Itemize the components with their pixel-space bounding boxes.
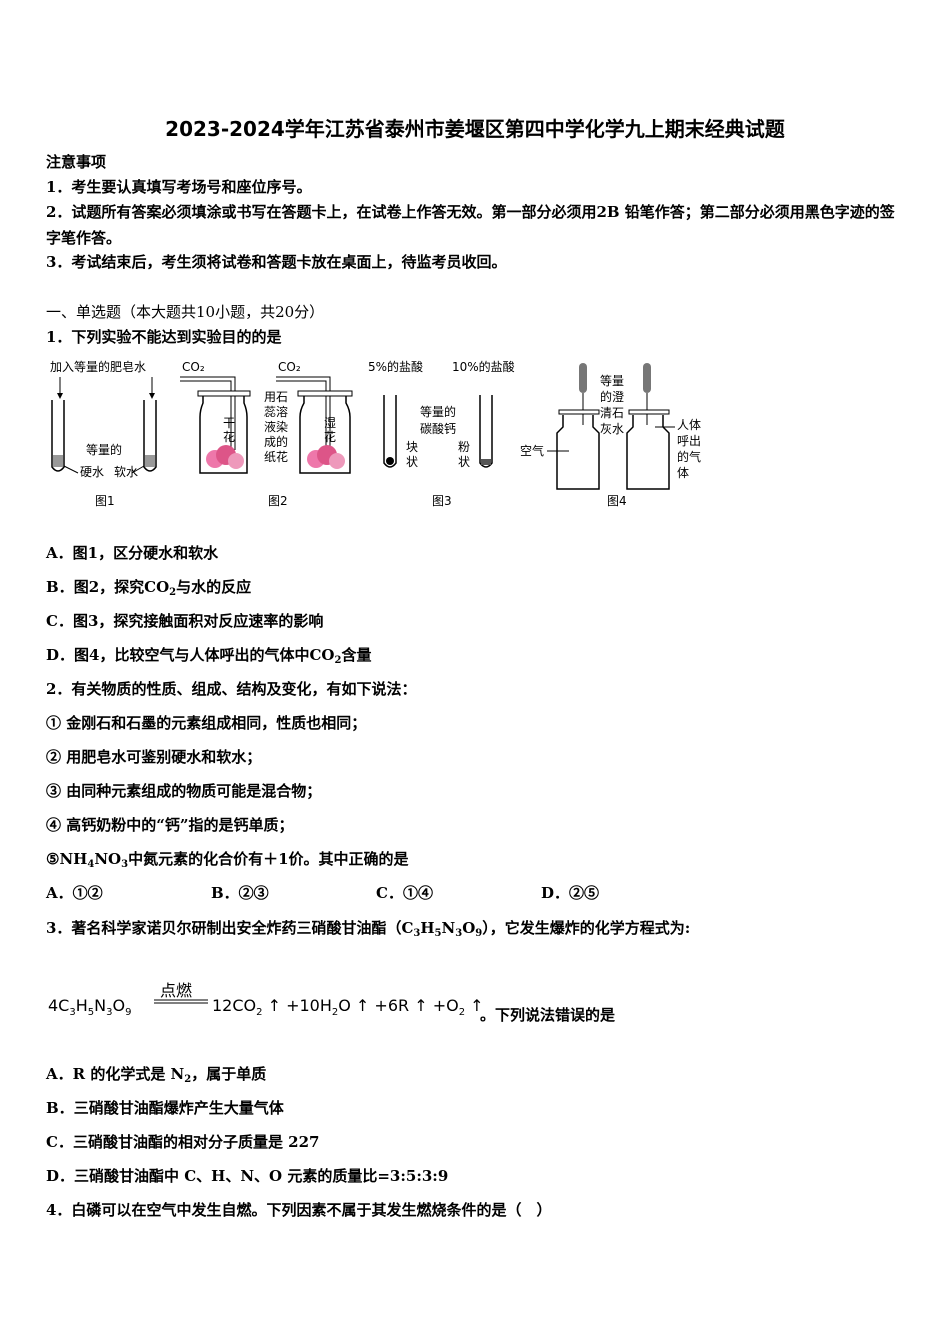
q1-option-a[interactable]: A．图1，区分硬水和软水: [46, 544, 219, 562]
fig2-gas-left: CO₂: [182, 360, 205, 374]
fig3-right-1: 粉: [458, 440, 470, 454]
svg-text:4C3H5N3O9: 4C3H5N3O9: [48, 996, 131, 1018]
section-heading: 一、单选题（本大题共10小题，共20分）: [46, 303, 325, 321]
fig4-top-2: 的澄: [600, 389, 624, 404]
fig2-mid-label-3: 液染: [264, 419, 288, 434]
q1-figure-4: 等量 的澄 清石 灰水 空气 人体 呼出 的气 体 图4: [520, 363, 701, 508]
q1-figure: 加入等量的肥皂水 等量的 硬水 软水 图1 CO₂ 干 花 用石 蕊溶 液染 成…: [50, 359, 515, 508]
q2-stem: 2．有关物质的性质、组成、结构及变化，有如下说法：: [46, 680, 417, 698]
q2-option-c[interactable]: C．①④: [376, 884, 433, 902]
q3-stem: 3．著名科学家诺贝尔研制出安全炸药三硝酸甘油酯（C3H5N3O9），它发生爆炸的…: [46, 919, 691, 939]
fig1-right-label: 软水: [114, 465, 138, 479]
fig4-right-1: 人体: [677, 418, 701, 432]
fig2-left-char2: 花: [223, 429, 235, 444]
q3-option-c[interactable]: C．三硝酸甘油酯的相对分子质量是 227: [46, 1133, 320, 1151]
q2-item-1: ① 金刚石和石墨的元素组成相同，性质也相同；: [46, 714, 367, 732]
notice-heading: 注意事项: [46, 153, 107, 171]
fig1-left-label: 硬水: [80, 465, 104, 479]
fig2-gas-right: CO₂: [278, 360, 301, 374]
svg-text:12CO2 ↑ +10H2O ↑ +6R ↑ +O2 ↑: 12CO2 ↑ +10H2O ↑ +6R ↑ +O2 ↑: [212, 996, 484, 1018]
fig2-caption: 图2: [268, 494, 288, 508]
q2-option-b[interactable]: B．②③: [211, 884, 269, 902]
q3-option-a[interactable]: A．R 的化学式是 N2，属于单质: [46, 1065, 267, 1085]
fig4-caption: 图4: [607, 494, 627, 508]
fig3-mid-2: 碳酸钙: [420, 421, 456, 436]
fig3-left-1: 块: [406, 440, 418, 454]
fig2-mid-label-2: 蕊溶: [264, 404, 288, 419]
q3-equation: 4C3H5N3O9 点燃 12CO2 ↑ +10H2O ↑ +6R ↑ +O2 …: [48, 981, 484, 1018]
fig3-right-2: 状: [458, 455, 470, 469]
fig1-mid-label: 等量的: [86, 442, 122, 457]
fig1-caption: 图1: [95, 494, 115, 508]
q2-item-4: ④ 高钙奶粉中的“钙”指的是钙单质；: [46, 816, 294, 834]
fig2-left-char1: 干: [223, 416, 235, 430]
fig2-mid-label-5: 纸花: [264, 449, 288, 464]
q1-option-c[interactable]: C．图3，探究接触面积对反应速率的影响: [46, 612, 324, 630]
q2-item-3: ③ 由同种元素组成的物质可能是混合物；: [46, 782, 322, 800]
fig4-top-1: 等量: [600, 374, 624, 388]
q2-item-2: ② 用肥皂水可鉴别硬水和软水；: [46, 748, 262, 766]
notice-item-2: 2．试题所有答案必须填涂或书写在答题卡上，在试卷上作答无效。第一部分必须用2B …: [46, 203, 895, 247]
notice-item-3: 3．考试结束后，考生须将试卷和答题卡放在桌面上，待监考员收回。: [46, 253, 507, 271]
fig4-left-label: 空气: [520, 443, 544, 458]
fig3-acid2: 10%的盐酸: [452, 359, 515, 374]
q1-option-b[interactable]: B．图2，探究CO2与水的反应: [46, 578, 252, 598]
fig2-right-char2: 花: [324, 429, 336, 444]
fig4-right-4: 体: [677, 466, 689, 480]
q4-stem: 4．白磷可以在空气中发生自燃。下列因素不属于其发生燃烧条件的是（ ）: [46, 1201, 552, 1219]
fig3-caption: 图3: [432, 494, 452, 508]
notice-item-1: 1．考生要认真填写考场号和座位序号。: [46, 178, 312, 196]
fig4-top-3: 清石: [600, 406, 624, 420]
q2-option-d[interactable]: D．②⑤: [541, 884, 600, 902]
fig2-mid-label-1: 用石: [264, 390, 288, 404]
fig3-left-2: 状: [406, 455, 418, 469]
fig1-top-label: 加入等量的肥皂水: [50, 359, 146, 374]
page-title: 2023-2024学年江苏省泰州市姜堰区第四中学化学九上期末经典试题: [165, 117, 785, 141]
fig2-right-char1: 湿: [324, 415, 336, 430]
q3-option-b[interactable]: B．三硝酸甘油酯爆炸产生大量气体: [46, 1099, 284, 1117]
fig3-mid-1: 等量的: [420, 404, 456, 419]
fig4-right-3: 的气: [677, 449, 701, 464]
fig3-acid1: 5%的盐酸: [368, 359, 423, 374]
q1-stem: 1．下列实验不能达到实验目的的是: [46, 328, 282, 346]
q1-option-d[interactable]: D．图4，比较空气与人体呼出的气体中CO2含量: [46, 646, 372, 666]
q3-equation-tail: 。下列说法错误的是: [480, 1006, 616, 1024]
q3-option-d[interactable]: D．三硝酸甘油酯中 C、H、N、O 元素的质量比=3:5:3:9: [46, 1167, 449, 1185]
q2-item-5: ⑤NH4NO3中氮元素的化合价有＋1价。其中正确的是: [46, 850, 409, 870]
reaction-condition: 点燃: [160, 981, 192, 1000]
fig4-top-4: 灰水: [600, 422, 624, 436]
fig2-mid-label-4: 成的: [264, 434, 288, 449]
fig4-right-2: 呼出: [677, 434, 701, 448]
q2-option-a[interactable]: A．①②: [46, 884, 103, 902]
